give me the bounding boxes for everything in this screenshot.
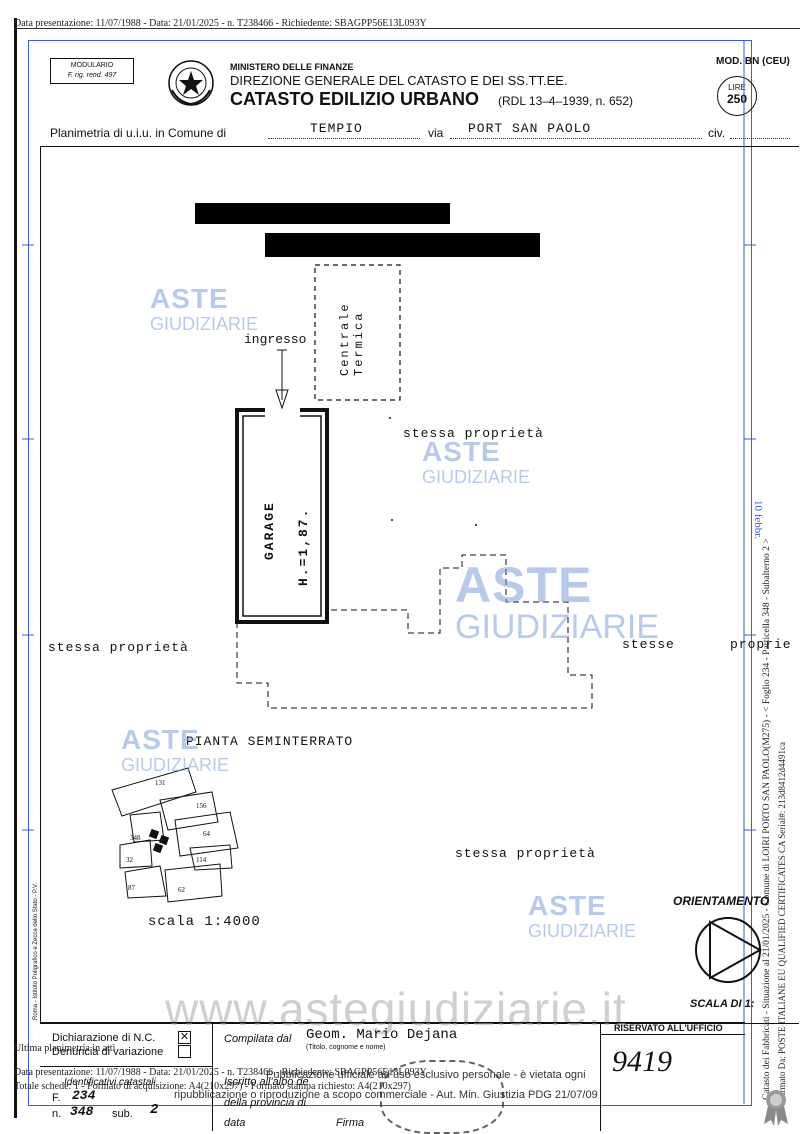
via-value: PORT SAN PAOLO — [468, 121, 592, 136]
stessa-proprieta-right-1: stesse — [622, 637, 675, 652]
watermark-aste-text: ASTE — [455, 557, 593, 613]
watermark-giudiziarie-text: GIUDIZIARIE — [422, 467, 531, 487]
f-value: 234 — [72, 1088, 96, 1103]
stessa-proprieta-right-2: proprie — [730, 637, 792, 652]
watermark-aste-text: ASTE — [121, 724, 200, 755]
riservato-label: RISERVATO ALL'UFFICIO — [614, 1023, 723, 1033]
watermark-aste-text: ASTE — [422, 436, 501, 467]
vertical-tag: 10 febbr. — [752, 500, 764, 540]
drawing-area — [40, 146, 799, 1024]
lire-value: 250 — [726, 92, 748, 106]
svg-text:348: 348 — [130, 834, 141, 842]
provincia-label: della provincia di — [224, 1097, 306, 1109]
scala-di-label: SCALA DI 1: — [690, 998, 755, 1010]
catasto-title: CATASTO EDILIZIO URBANO — [230, 89, 479, 109]
left-scan-edge — [14, 18, 17, 1118]
via-label: via — [428, 126, 444, 140]
watermark-aste-3: ASTE GIUDIZIARIE — [455, 560, 659, 644]
modulario-sub: F. rig. rend. 497 — [67, 72, 117, 79]
seal-ribbon-icon — [762, 1088, 790, 1133]
printer-stamp: Roma - Istituto Poligrafico e Zecca dell… — [33, 882, 39, 1020]
redaction-bar-2 — [265, 233, 540, 257]
svg-text:32: 32 — [126, 856, 134, 864]
via-dots — [450, 138, 702, 139]
ministry-label: MINISTERO DELLE FINANZE — [230, 62, 354, 72]
sub-label: sub. — [112, 1108, 133, 1120]
svg-text:87: 87 — [128, 884, 136, 892]
stessa-proprieta-center: stessa proprietà — [403, 426, 544, 441]
denuncia-label: Denuncia di variazione — [52, 1046, 164, 1058]
footer-divider-2 — [600, 1022, 601, 1131]
watermark-aste-text: ASTE — [528, 890, 607, 921]
watermark-aste-1: ASTE GIUDIZIARIE — [150, 283, 258, 333]
lire-label: LIRE — [728, 83, 746, 92]
f-label: F. — [52, 1092, 61, 1104]
watermark-giudiziarie-text: GIUDIZIARIE — [528, 921, 637, 941]
watermark-aste-text: ASTE — [150, 283, 229, 314]
svg-text:156: 156 — [196, 802, 207, 810]
denuncia-checkbox[interactable] — [178, 1045, 191, 1058]
modulario-label: MODULARIO — [70, 62, 114, 69]
centrale-termica-label: Centrale Termica — [338, 302, 366, 376]
n-label: n. — [52, 1108, 62, 1120]
mod-code: MOD. BN (CEU) — [716, 56, 790, 67]
ultima-planimetria: Ultima planimetria in atti — [14, 1043, 116, 1054]
pubblicazione-note: Pubblicazione ufficiale ad uso esclusivo… — [266, 1069, 586, 1081]
totale-schede: Totale schede: 1 - Formato di acquisizio… — [14, 1081, 411, 1092]
ingresso-label: ingresso — [244, 332, 307, 347]
top-header: Data presentazione: 11/07/1988 - Data: 2… — [14, 18, 427, 29]
comune-value: TEMPIO — [310, 121, 363, 136]
top-scan-edge — [14, 28, 800, 29]
pianta-seminterrato: PIANTA SEMINTERRATO — [186, 734, 354, 749]
civ-dots — [730, 138, 790, 139]
watermark-giudiziarie-text: GIUDIZIARIE — [150, 314, 259, 334]
lire-circle: LIRE 250 — [717, 76, 757, 116]
civ-label: civ. — [708, 126, 726, 140]
certificate-margin-text: Catasto dei Fabbricati - Situazione al 2… — [762, 538, 772, 1100]
law-reference: (RDL 13–4–1939, n. 652) — [498, 94, 633, 108]
compilata-hint: (Titolo, cognome e nome) — [306, 1044, 386, 1051]
republic-emblem — [166, 58, 216, 108]
svg-text:64: 64 — [203, 830, 211, 838]
watermark-aste-4: ASTE GIUDIZIARIE — [121, 724, 229, 774]
signature-margin-text: Firmato Da: POSTE ITALIANE EU QUALIFIED … — [777, 742, 787, 1100]
svg-text:62: 62 — [178, 886, 186, 894]
riservato-value: 9419 — [612, 1045, 672, 1078]
ripubblicazione-note: ripubblicazione o riproduzione a scopo c… — [174, 1089, 598, 1101]
sub-value: 2 — [150, 1102, 159, 1118]
svg-text:114: 114 — [196, 856, 207, 864]
scala-label: scala 1:4000 — [148, 914, 261, 930]
watermark-aste-5: ASTE GIUDIZIARIE — [528, 890, 636, 940]
compilata-value: Geom. Mario Dejana — [306, 1027, 458, 1043]
footer-divider-1 — [212, 1022, 213, 1131]
watermark-giudiziarie-text: GIUDIZIARIE — [121, 755, 230, 775]
redaction-bar-1 — [195, 203, 450, 224]
riservato-hline — [600, 1034, 745, 1035]
stessa-proprieta-bottom: stessa proprietà — [455, 846, 596, 861]
iscritto-label: Iscritto all'albo de — [224, 1076, 309, 1088]
dichiarazione-checkbox[interactable]: ✕ — [178, 1031, 191, 1044]
watermark-giudiziarie-text: GIUDIZIARIE — [455, 608, 660, 646]
watermark-aste-2: ASTE GIUDIZIARIE — [422, 436, 530, 486]
planimetria-label: Planimetria di u.i.u. in Comune di — [50, 126, 227, 140]
garage-height: H.=1,87. — [296, 507, 311, 586]
watermark-site: www.astegiudiziarie.it — [165, 983, 627, 1035]
svg-text:131: 131 — [155, 779, 166, 787]
footer-hline — [40, 1066, 212, 1067]
data-presentazione-footer: Data presentazione: 11/07/1988 - Data: 2… — [14, 1067, 427, 1078]
firma-label: Firma — [336, 1117, 365, 1129]
identificativi-label: Identificativi catastali — [64, 1077, 156, 1088]
stessa-proprieta-left: stessa proprietà — [48, 640, 189, 655]
comune-dots — [268, 138, 420, 139]
data-label: data — [224, 1117, 246, 1129]
dichiarazione-label: Dichiarazione di N.C. — [52, 1032, 156, 1044]
footer-form — [40, 1022, 745, 1132]
compilata-label: Compilata dal — [224, 1033, 292, 1045]
garage-label: GARAGE — [262, 501, 277, 560]
orientamento-label: ORIENTAMENTO — [673, 894, 770, 908]
n-value: 348 — [70, 1104, 94, 1119]
modulario-box: MODULARIO F. rig. rend. 497 — [50, 58, 134, 84]
direction-label: DIREZIONE GENERALE DEL CATASTO E DEI SS.… — [230, 73, 568, 88]
